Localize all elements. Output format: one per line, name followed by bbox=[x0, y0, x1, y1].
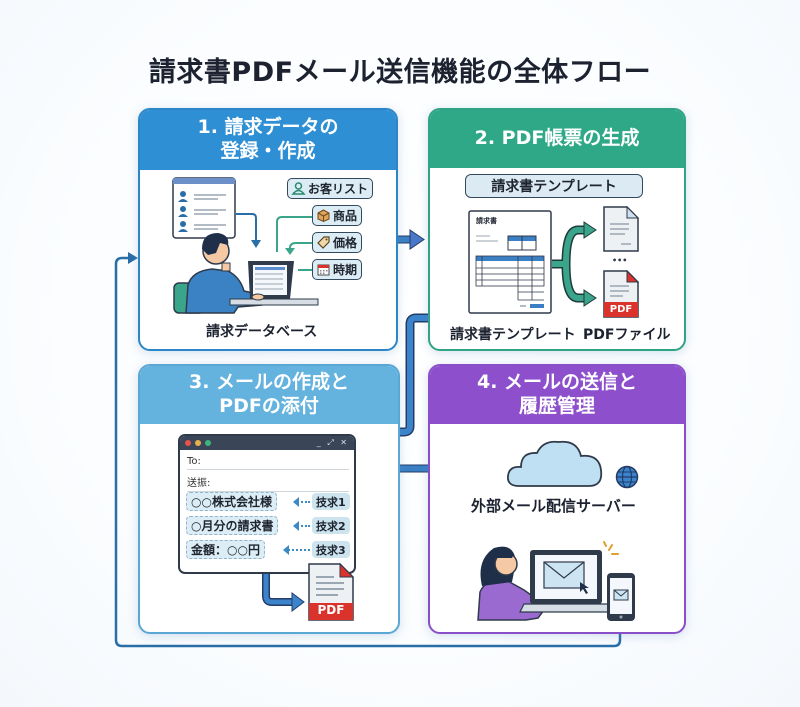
billing-database-caption: 請求データベース bbox=[206, 324, 318, 340]
window-titlebar: _ ⤢ ✕ bbox=[180, 436, 354, 450]
step2-heading: 2. PDF帳票の生成 bbox=[430, 110, 684, 168]
source-label-3: 技求3 bbox=[312, 541, 350, 558]
cloud-server-icon bbox=[507, 440, 603, 487]
template-branch-arrows bbox=[552, 221, 597, 307]
pdf-badge-step2: PDF bbox=[609, 304, 633, 315]
price-tag-icon bbox=[317, 236, 330, 249]
mail-field-company: ○○株式会社様 bbox=[186, 492, 277, 511]
list-to-laptop-arrow bbox=[236, 213, 261, 248]
tag-label: 時期 bbox=[333, 263, 358, 277]
tag-product: 商品 bbox=[312, 205, 363, 226]
calendar-icon bbox=[317, 263, 330, 276]
dotted-arrow-3 bbox=[283, 545, 310, 555]
step1-panel: 1. 請求データの 登録・作成 bbox=[138, 108, 398, 351]
minimize-dot-icon bbox=[195, 440, 201, 446]
tag-label: 価格 bbox=[333, 236, 358, 250]
loop-back-arrowhead bbox=[128, 252, 138, 264]
box-icon bbox=[317, 209, 330, 223]
step4-heading: 4. メールの送信と 履歴管理 bbox=[430, 366, 684, 424]
generated-document-icon bbox=[603, 205, 640, 252]
tag-label: お客リスト bbox=[308, 182, 369, 196]
tag-customer-list: お客リスト bbox=[287, 178, 374, 199]
source-label-2: 技求2 bbox=[312, 517, 350, 534]
dotted-arrow-2 bbox=[293, 521, 310, 531]
step1-heading-line1: 1. 請求データの bbox=[197, 116, 339, 139]
tag-period: 時期 bbox=[312, 259, 363, 280]
step1-heading-line2: 登録・作成 bbox=[220, 140, 316, 162]
subject-field: 送振: bbox=[187, 474, 349, 492]
globe-icon bbox=[615, 465, 639, 489]
more-files-ellipsis: ••• bbox=[612, 256, 628, 265]
invoice-template-label: 請求書テンプレート bbox=[465, 174, 643, 198]
mail-field-amount: 金額：○○円 bbox=[186, 540, 265, 559]
loop-back-line bbox=[114, 256, 622, 648]
close-dot-icon bbox=[185, 440, 191, 446]
smartphone-mail-icon bbox=[607, 573, 635, 621]
arrow-step1-to-step2 bbox=[395, 229, 425, 250]
invoice-template-document-icon bbox=[468, 210, 552, 314]
pdf-file-caption: PDFファイル bbox=[583, 327, 671, 343]
person-at-laptop-illustration bbox=[173, 233, 319, 314]
attach-arrow bbox=[262, 574, 305, 612]
to-field: To: bbox=[187, 456, 349, 470]
source-label-1: 技求1 bbox=[312, 493, 350, 510]
step3-heading-line2: PDFの添付 bbox=[219, 395, 319, 417]
mail-server-caption: 外部メール配信サーバー bbox=[471, 497, 636, 515]
tag-price: 価格 bbox=[312, 232, 363, 253]
person-icon bbox=[291, 182, 306, 195]
pdf-file-icon bbox=[603, 269, 640, 318]
data-tags-connectors bbox=[276, 216, 312, 271]
invoice-doc-title: 請求書 bbox=[476, 217, 497, 225]
notification-sparkle-icon bbox=[603, 541, 619, 555]
mail-field-month: ○月分の請求書 bbox=[186, 516, 279, 535]
attached-pdf-icon bbox=[308, 562, 355, 621]
step3-heading-line1: 3. メールの作成と bbox=[188, 371, 350, 394]
maximize-dot-icon bbox=[205, 440, 211, 446]
dotted-arrow-1 bbox=[293, 497, 310, 507]
step4-heading-line1: 4. メールの送信と bbox=[476, 371, 638, 394]
diagram-title: 請求書PDFメール送信機能の全体フロー bbox=[148, 57, 652, 88]
step4-heading-line2: 履歴管理 bbox=[518, 395, 595, 417]
step3-heading: 3. メールの作成と PDFの添付 bbox=[140, 366, 398, 424]
step1-heading: 1. 請求データの 登録・作成 bbox=[140, 110, 396, 170]
window-controls: _ ⤢ ✕ bbox=[316, 438, 349, 447]
customer-list-window-icon bbox=[172, 177, 236, 239]
person-with-laptop-illustration bbox=[477, 546, 613, 621]
pdf-badge-step3: PDF bbox=[317, 603, 345, 617]
tag-label: 商品 bbox=[333, 209, 358, 223]
template-caption: 請求書テンプレート bbox=[450, 327, 576, 343]
